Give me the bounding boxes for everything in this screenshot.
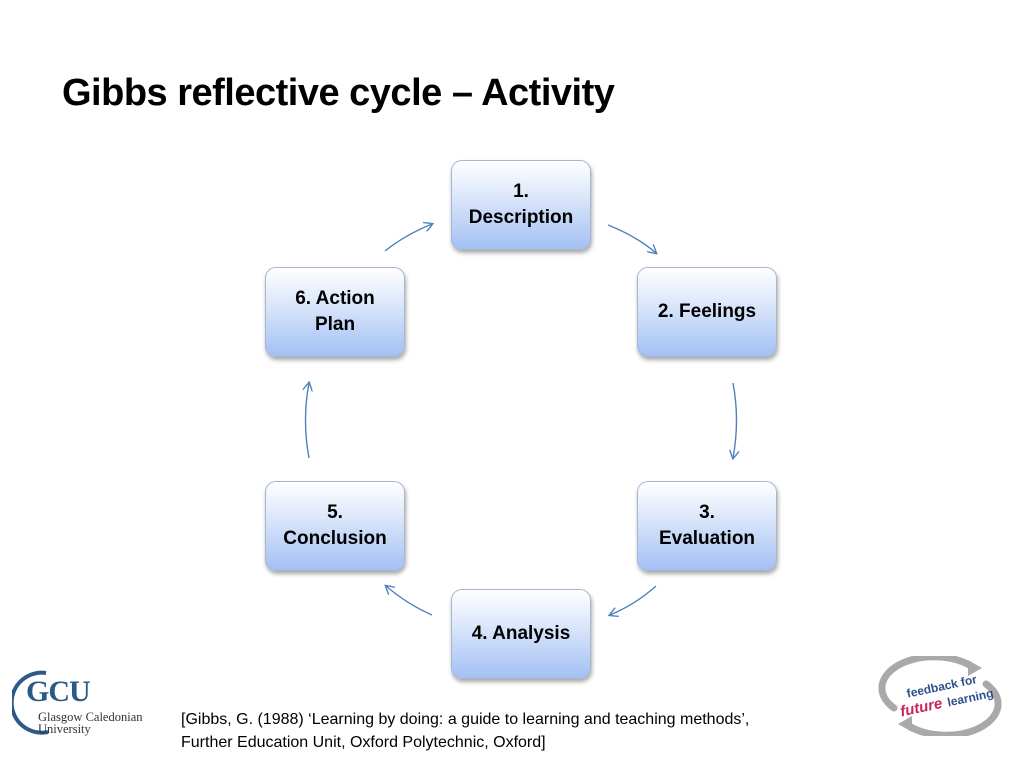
stage-action-plan: 6. Action Plan [265, 267, 405, 357]
stage-label: Description [468, 207, 574, 228]
feedback-logo-text: future [899, 695, 944, 720]
stage-label: 5. [327, 502, 343, 523]
reference-line: Further Education Unit, Oxford Polytechn… [181, 734, 546, 751]
stage-label: Plan [314, 314, 356, 335]
arrow-action-plan-to-description [384, 224, 432, 252]
arrow-feelings-to-evaluation [733, 382, 737, 458]
reference-citation: [Gibbs, G. (1988) ‘Learning by doing: a … [181, 708, 749, 754]
stage-evaluation: 3. Evaluation [637, 481, 777, 571]
stage-label: 6. Action [295, 288, 375, 309]
gcu-university-name: Glasgow Caledonian University [38, 710, 143, 736]
stage-analysis: 4. Analysis [451, 589, 591, 679]
slide-title: Gibbs reflective cycle – Activity [62, 72, 615, 114]
gcu-arc-icon [12, 670, 49, 735]
stage-feelings: 2. Feelings [637, 267, 777, 357]
arrow-evaluation-to-analysis [610, 585, 657, 615]
stage-description: 1. Description [451, 160, 591, 250]
gcu-name-line: Glasgow Caledonian [38, 710, 143, 724]
reference-line: [Gibbs, G. (1988) ‘Learning by doing: a … [181, 711, 750, 728]
stage-label: 3. [699, 502, 715, 523]
stage-label: 2. Feelings [657, 301, 757, 322]
stage-label: 1. [513, 181, 529, 202]
gcu-name-line: University [38, 722, 91, 736]
feedback-logo-wordmark: feedback for future learning [899, 672, 995, 720]
gcu-logo: GCU Glasgow Caledonian University [12, 668, 152, 753]
feedback-for-future-learning-logo: feedback for future learning [876, 656, 1004, 736]
arrow-conclusion-to-action-plan [306, 383, 310, 459]
stage-label: Evaluation [658, 528, 756, 549]
cycle-ring-icon [878, 656, 1002, 736]
stage-label: 4. Analysis [471, 623, 571, 644]
arrow-description-to-feelings [607, 224, 656, 253]
stage-label: Conclusion [283, 528, 387, 549]
arrow-analysis-to-conclusion [386, 586, 433, 616]
gcu-letters: GCU [26, 675, 91, 708]
stage-conclusion: 5. Conclusion [265, 481, 405, 571]
